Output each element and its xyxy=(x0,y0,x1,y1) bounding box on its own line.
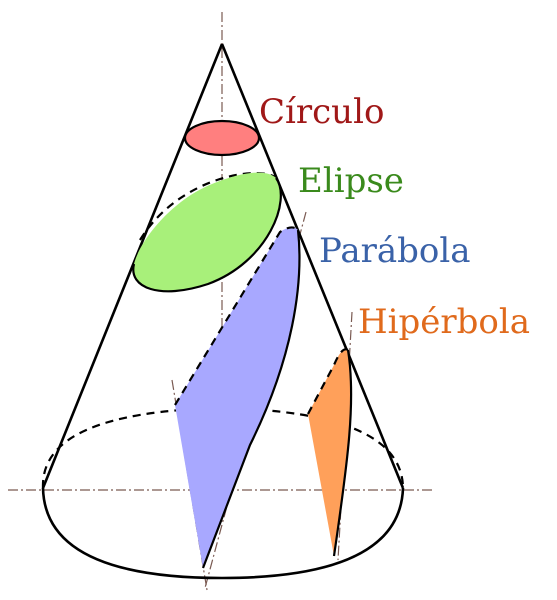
label-parabola: Parábola xyxy=(319,231,471,271)
parabola-front-outline xyxy=(201,229,301,569)
cone-right-side xyxy=(220,43,405,489)
ellipse-section xyxy=(133,172,281,292)
hyperbola-section xyxy=(308,349,352,556)
ellipse-back-dashed xyxy=(139,172,277,241)
parabola-section xyxy=(175,227,300,568)
base-front xyxy=(41,487,405,580)
circle-section xyxy=(183,119,261,157)
hyperbola-front-outline xyxy=(332,349,353,557)
hyperbola-back-dashed xyxy=(307,348,349,415)
label-circulo: Círculo xyxy=(259,92,384,132)
parabola-back-dashed xyxy=(174,226,299,406)
label-hiperbola: Hipérbola xyxy=(358,302,530,342)
ellipse-front-outline xyxy=(132,177,282,293)
label-elipse: Elipse xyxy=(298,161,404,201)
